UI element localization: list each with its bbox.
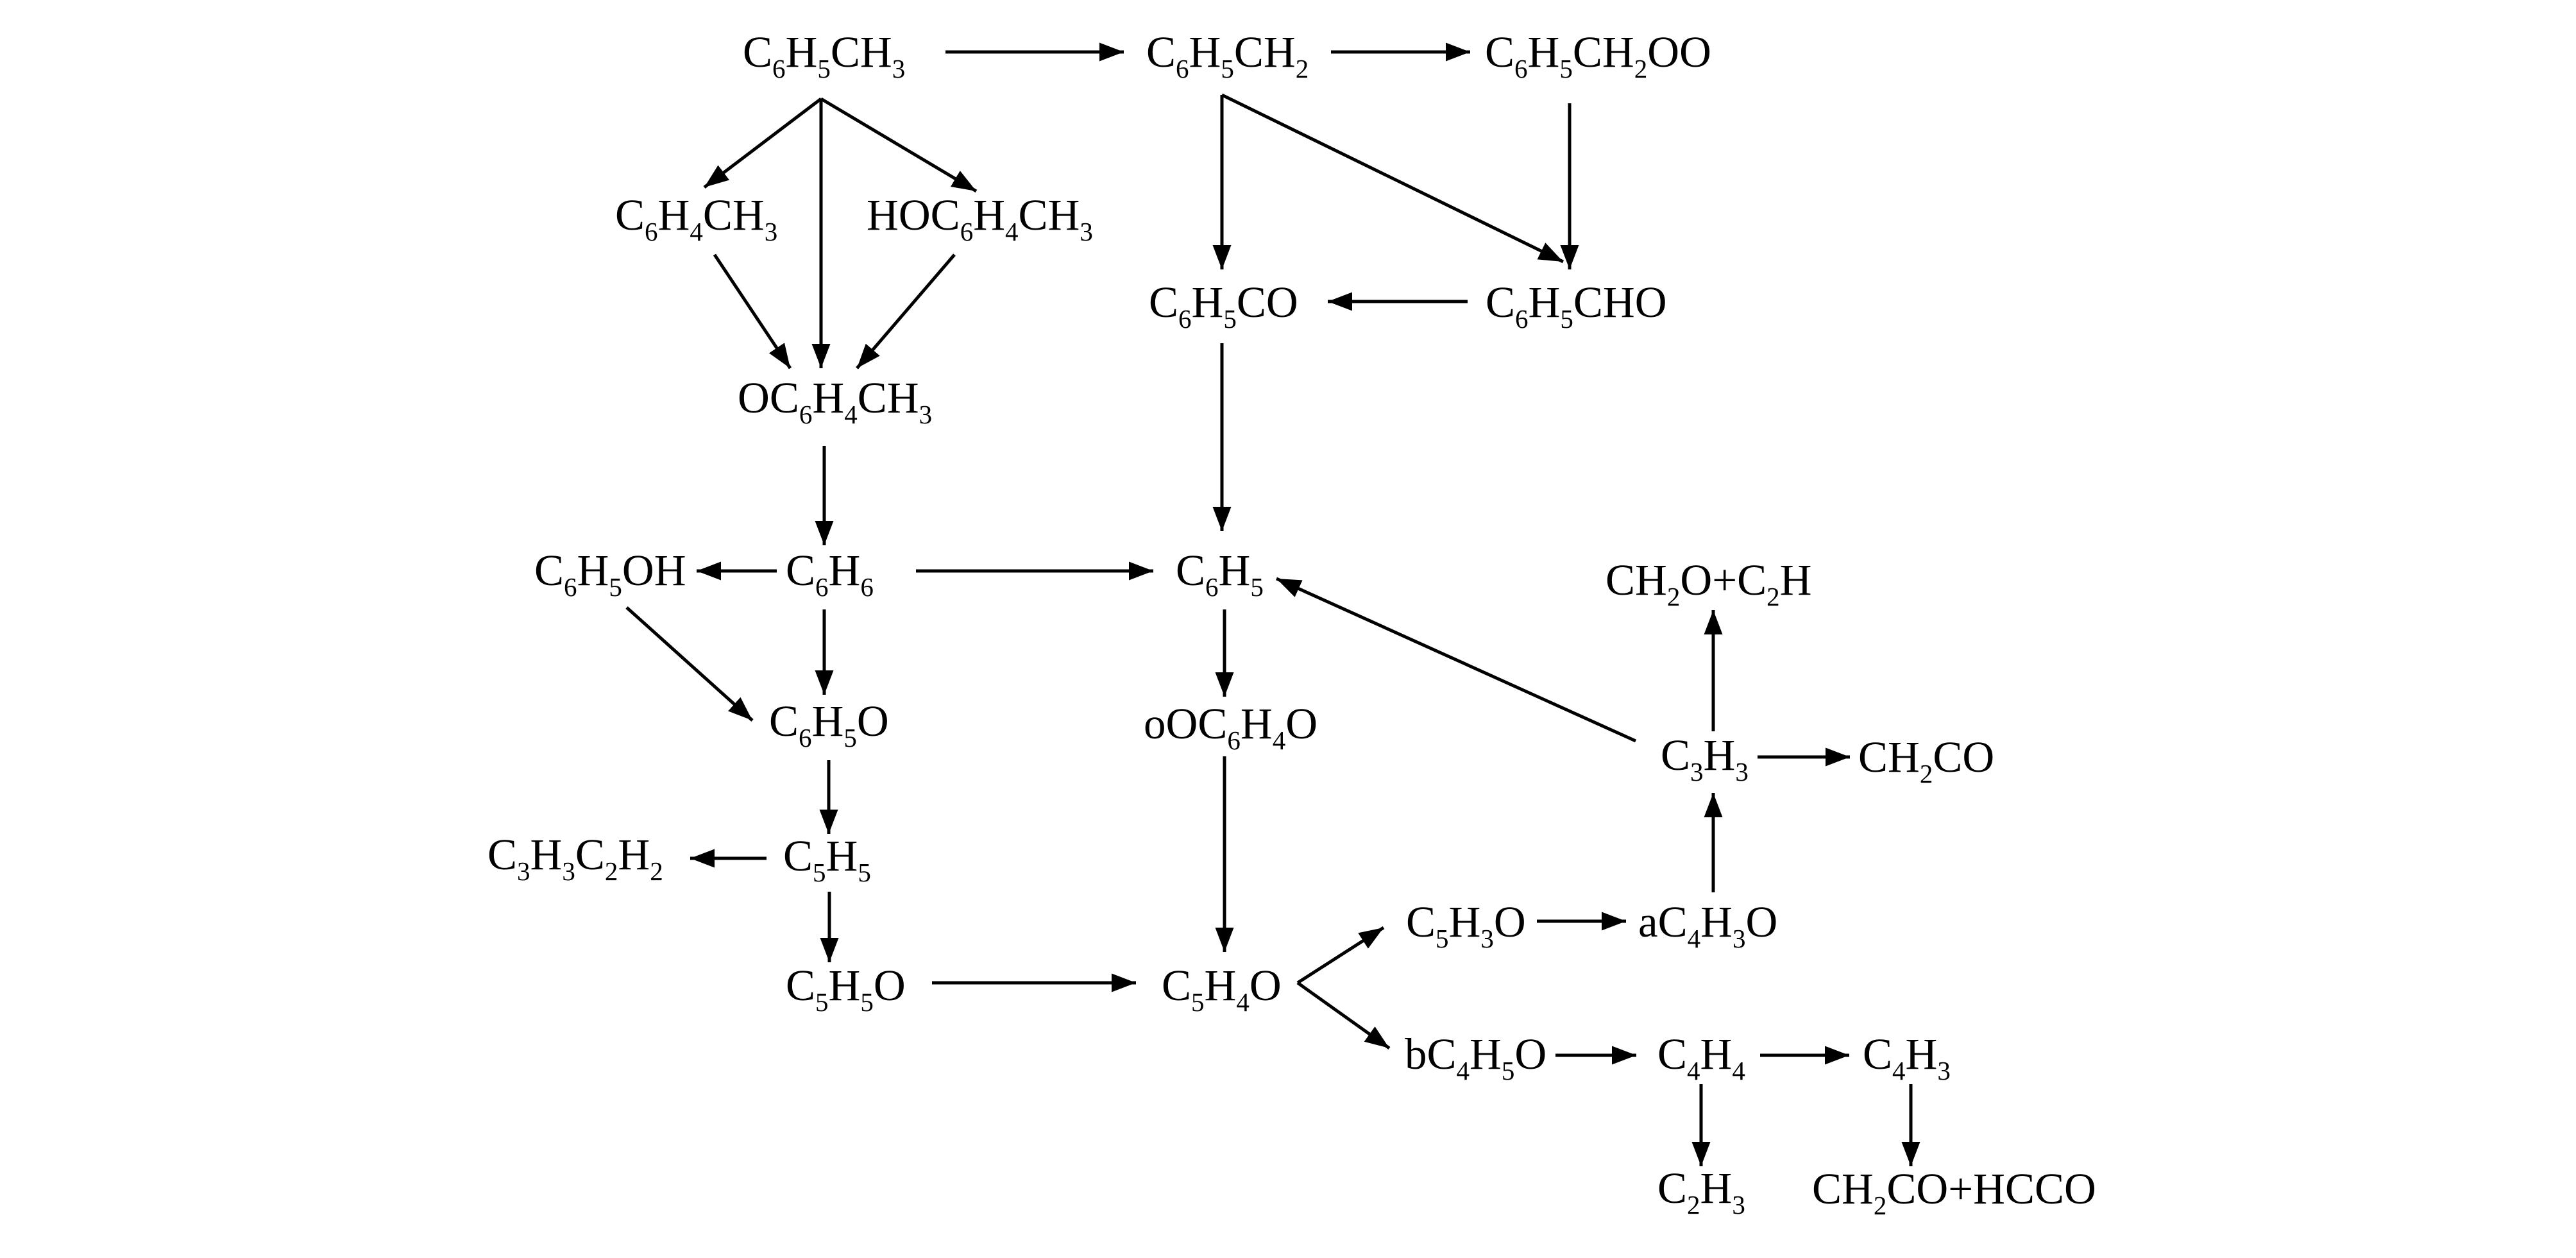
svg-text:OC6H4CH3: OC6H4CH3 xyxy=(738,373,932,429)
svg-text:C6H5CH2OO: C6H5CH2OO xyxy=(1485,28,1711,83)
svg-text:C6H5: C6H5 xyxy=(1176,546,1264,602)
svg-text:C5H3O: C5H3O xyxy=(1406,897,1526,953)
svg-text:C4H4: C4H4 xyxy=(1657,1030,1745,1085)
svg-text:C6H4CH3: C6H4CH3 xyxy=(615,191,777,246)
svg-text:C3H3C2H2: C3H3C2H2 xyxy=(487,830,663,886)
svg-text:C2H3: C2H3 xyxy=(1657,1164,1745,1220)
svg-text:C6H5OH: C6H5OH xyxy=(534,546,686,602)
svg-text:C5H5O: C5H5O xyxy=(786,961,906,1017)
svg-text:C6H6: C6H6 xyxy=(786,546,874,602)
svg-text:C5H5: C5H5 xyxy=(783,831,871,887)
svg-text:HOC6H4CH3: HOC6H4CH3 xyxy=(867,191,1093,246)
svg-text:C6H5CH3: C6H5CH3 xyxy=(743,28,905,83)
svg-text:CH2O+C2H: CH2O+C2H xyxy=(1606,556,1811,611)
svg-text:C6H5CO: C6H5CO xyxy=(1149,278,1298,334)
svg-text:bC4H5O: bC4H5O xyxy=(1405,1030,1546,1085)
svg-text:C4H3: C4H3 xyxy=(1863,1030,1951,1085)
svg-text:C5H4O: C5H4O xyxy=(1162,961,1282,1017)
svg-text:C6H5CHO: C6H5CHO xyxy=(1486,278,1667,334)
svg-text:C3H3: C3H3 xyxy=(1661,731,1749,786)
svg-text:aC4H3O: aC4H3O xyxy=(1638,897,1777,953)
svg-text:CH2CO+HCCO: CH2CO+HCCO xyxy=(1812,1164,2096,1220)
svg-text:C6H5O: C6H5O xyxy=(769,697,889,752)
